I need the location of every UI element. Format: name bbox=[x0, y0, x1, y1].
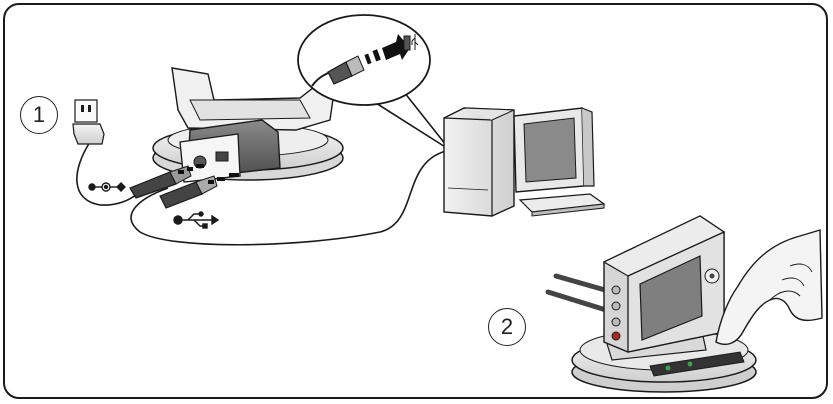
step-2-badge: 2 bbox=[488, 308, 526, 346]
usb-zoom-callout bbox=[297, 14, 451, 151]
step-1-badge: 1 bbox=[20, 96, 58, 134]
finger-icon bbox=[715, 229, 823, 346]
dock-cable-1 bbox=[553, 273, 615, 295]
usb-cable bbox=[130, 149, 451, 246]
usb-symbol-icon bbox=[173, 211, 220, 229]
power-adapter-icon bbox=[72, 99, 105, 145]
camera-icon bbox=[602, 215, 726, 353]
power-cable bbox=[76, 141, 141, 206]
computer-icon bbox=[443, 107, 606, 217]
illustration-frame bbox=[3, 3, 828, 399]
dc-polarity-icon bbox=[88, 182, 126, 192]
insert-arrows bbox=[178, 164, 239, 184]
dock-cable-2 bbox=[545, 289, 609, 313]
dc-plug bbox=[129, 165, 192, 199]
dock-icon bbox=[152, 67, 344, 183]
status-led bbox=[665, 365, 671, 371]
